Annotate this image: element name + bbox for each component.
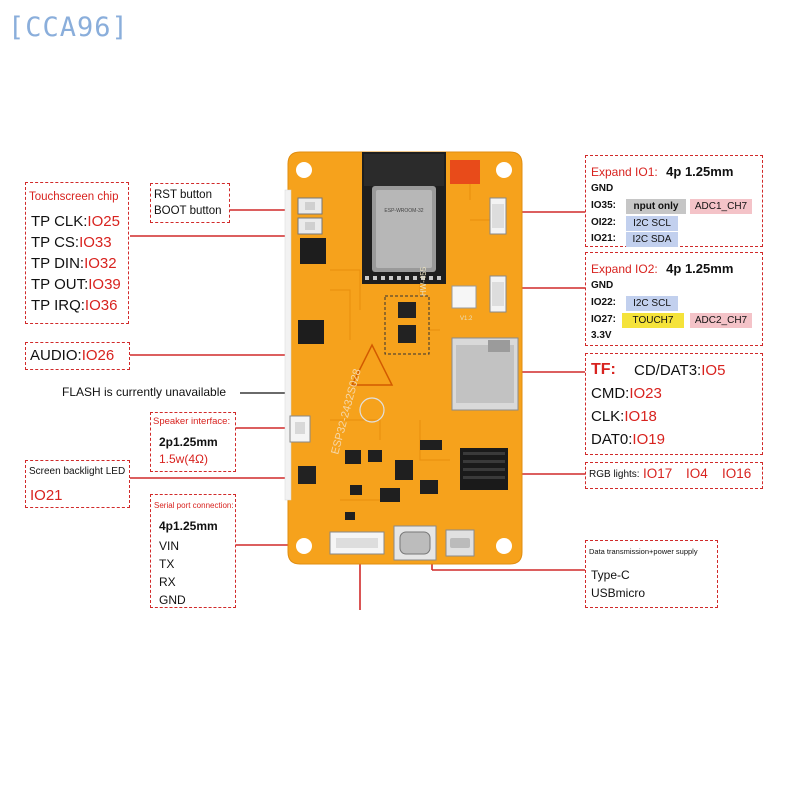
usb-box: Data transmission+power supply Type-C US… bbox=[585, 540, 718, 608]
expand-io2-spec: 4p 1.25mm bbox=[666, 261, 734, 276]
rst-button-label: RST button bbox=[154, 189, 212, 201]
serial-pin-vin: VIN bbox=[159, 539, 180, 553]
tf-dat0-pin: IO19 bbox=[632, 431, 665, 448]
speaker-box: Speaker interface: 2p1.25mm 1.5w(4Ω) bbox=[150, 412, 236, 472]
version-label: V1.2 bbox=[460, 316, 473, 322]
tp-irq-pin: IO36 bbox=[84, 297, 118, 314]
expand-io2-title: Expand IO2: bbox=[591, 262, 658, 276]
tp-irq-label: TP IRQ: bbox=[31, 297, 85, 314]
audio-label: AUDIO: bbox=[30, 347, 82, 364]
serial-pin-gnd: GND bbox=[159, 593, 186, 607]
expand-io2-pin-27: IO27: bbox=[591, 314, 617, 325]
speaker-spec: 2p1.25mm bbox=[159, 435, 218, 449]
tp-cs-label: TP CS: bbox=[31, 234, 80, 251]
usb-micro: USBmicro bbox=[591, 586, 646, 600]
tp-cs-pin: IO33 bbox=[79, 234, 112, 251]
tp-out-label: TP OUT: bbox=[31, 276, 89, 293]
rgb-label: RGB lights: bbox=[589, 469, 640, 480]
usb-title: Data transmission+power supply bbox=[589, 547, 698, 556]
tp-cs-row: TP CS:IO33 bbox=[31, 234, 112, 251]
usb-type-c: Type-C bbox=[591, 568, 630, 582]
expand-io1-header: Expand IO1: 4p 1.25mm bbox=[591, 163, 733, 181]
expand-io1-gnd: GND bbox=[591, 183, 614, 194]
tag-i2c-sda: I2C SDA bbox=[626, 232, 678, 247]
backlight-title: Screen backlight LED bbox=[29, 466, 126, 477]
tag-input-only: nput only bbox=[626, 199, 686, 214]
rgb-pin-4: IO4 bbox=[686, 466, 708, 481]
audio-pin: IO26 bbox=[81, 347, 115, 364]
tf-row-clk: CLK:IO18 bbox=[591, 408, 657, 425]
tf-clk-label: CLK: bbox=[591, 408, 625, 425]
tp-din-label: TP DIN: bbox=[31, 255, 85, 272]
tp-din-row: TP DIN:IO32 bbox=[31, 255, 117, 272]
boot-button-label: BOOT button bbox=[154, 205, 222, 217]
tp-out-row: TP OUT:IO39 bbox=[31, 276, 121, 293]
tf-cd-label: CD/DAT3: bbox=[634, 362, 702, 379]
expand-io2-box: Expand IO2: 4p 1.25mm GND IO22: I2C SCL … bbox=[585, 252, 763, 346]
tf-cmd-label: CMD: bbox=[591, 385, 630, 402]
backlight-pin: IO21 bbox=[30, 487, 63, 504]
serial-title: Serial port connection: bbox=[154, 501, 234, 510]
tag-adc1-ch7: ADC1_CH7 bbox=[690, 199, 752, 214]
tag-i2c-scl-2: I2C SCL bbox=[626, 296, 678, 311]
expand-io1-pin-22: OI22: bbox=[591, 217, 617, 228]
tp-clk-row: TP CLK:IO25 bbox=[31, 213, 120, 230]
serial-pin-rx: RX bbox=[159, 575, 176, 589]
rgb-pin-16: IO16 bbox=[722, 466, 752, 481]
serial-box: Serial port connection: 4p1.25mm VIN TX … bbox=[150, 494, 236, 608]
audio-row: AUDIO:IO26 bbox=[30, 347, 114, 364]
expand-io1-pin-35: IO35: bbox=[591, 200, 617, 211]
flash-note: FLASH is currently unavailable bbox=[62, 385, 227, 399]
tf-box: TF: CD/DAT3:IO5 CMD:IO23 CLK:IO18 DAT0:I… bbox=[585, 353, 763, 455]
expand-io1-pin-21: IO21: bbox=[591, 233, 617, 244]
expand-io2-3v3: 3.3V bbox=[591, 330, 612, 341]
tf-cmd-pin: IO23 bbox=[629, 385, 662, 402]
expand-io1-title: Expand IO1: bbox=[591, 165, 658, 179]
touchscreen-box: Touchscreen chip TP CLK:IO25 TP CS:IO33 … bbox=[25, 182, 129, 324]
expand-io1-spec: 4p 1.25mm bbox=[666, 164, 734, 179]
speaker-title: Speaker interface: bbox=[153, 416, 231, 427]
rgb-pin-17: IO17 bbox=[643, 466, 673, 481]
module-label: ESP-WROOM-32 bbox=[384, 208, 423, 214]
tp-clk-label: TP CLK: bbox=[31, 213, 88, 230]
watermark: [CCA96] bbox=[8, 12, 129, 43]
touchscreen-title: Touchscreen chip bbox=[29, 191, 119, 203]
hw-label: HW-455 bbox=[419, 266, 428, 296]
serial-spec: 4p1.25mm bbox=[159, 519, 218, 533]
expand-io2-gnd: GND bbox=[591, 280, 614, 291]
tf-row-dat0: DAT0:IO19 bbox=[591, 431, 665, 448]
tag-i2c-scl-1: I2C SCL bbox=[626, 216, 678, 231]
speaker-power: 1.5w(4Ω) bbox=[159, 452, 208, 466]
tf-dat0-label: DAT0: bbox=[591, 431, 633, 448]
expand-io1-box: Expand IO1: 4p 1.25mm GND IO35: nput onl… bbox=[585, 155, 763, 247]
tag-touch7: TOUCH7 bbox=[622, 313, 684, 328]
rgb-box: RGB lights: IO17 IO4 IO16 bbox=[585, 462, 763, 489]
expand-io2-pin-22: IO22: bbox=[591, 297, 617, 308]
tf-title: TF: bbox=[591, 361, 616, 378]
backlight-box: Screen backlight LED IO21 bbox=[25, 460, 130, 508]
tf-cd-pin: IO5 bbox=[701, 362, 726, 379]
tp-out-pin: IO39 bbox=[88, 276, 121, 293]
tp-irq-row: TP IRQ:IO36 bbox=[31, 297, 117, 314]
tf-clk-pin: IO18 bbox=[624, 408, 657, 425]
tag-adc2-ch7: ADC2_CH7 bbox=[690, 313, 752, 328]
audio-box: AUDIO:IO26 bbox=[25, 342, 130, 370]
buttons-box: RST button BOOT button bbox=[150, 183, 230, 223]
tf-row-cd: CD/DAT3:IO5 bbox=[634, 362, 725, 379]
tp-clk-pin: IO25 bbox=[87, 213, 120, 230]
expand-io2-header: Expand IO2: 4p 1.25mm bbox=[591, 260, 733, 278]
serial-pin-tx: TX bbox=[159, 557, 175, 571]
tp-din-pin: IO32 bbox=[84, 255, 117, 272]
tf-row-cmd: CMD:IO23 bbox=[591, 385, 662, 402]
